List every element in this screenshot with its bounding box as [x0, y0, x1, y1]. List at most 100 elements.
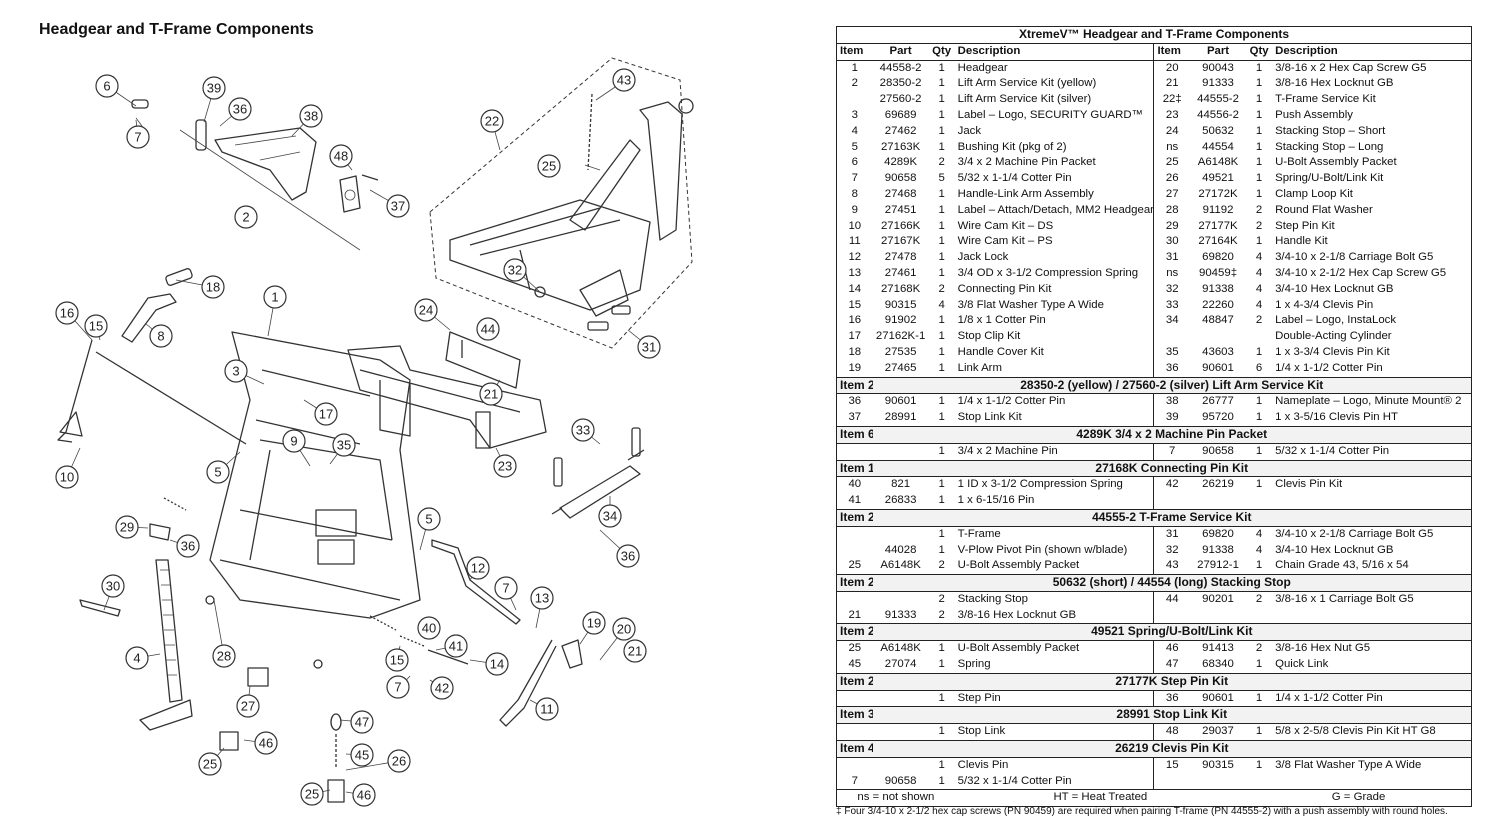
table-cell: 35 — [1153, 344, 1190, 361]
svg-text:10: 10 — [60, 470, 74, 485]
table-cell: 4 — [1255, 282, 1263, 295]
svg-text:4: 4 — [133, 651, 140, 666]
table-cell: Link Arm — [957, 361, 1002, 374]
section-label: Item 26 — [836, 623, 873, 642]
table-cell: 69820 — [1202, 527, 1234, 540]
table-cell: 27162K-1 — [875, 330, 926, 343]
table-cell: 15 — [1153, 757, 1190, 774]
table-cell: 1/4 x 1-1/2 Cotter Pin — [1275, 691, 1383, 704]
table-cell: 24 — [1153, 123, 1190, 140]
table-cell: 1 ID x 3-1/2 Compression Spring — [957, 478, 1123, 491]
svg-text:30: 30 — [106, 579, 120, 594]
table-cell: 15 — [848, 298, 862, 311]
section-title: 27177K Step Pin Kit — [872, 672, 1472, 691]
table-cell: 27177K — [1198, 219, 1238, 232]
table-cell: 1 — [938, 251, 945, 264]
table-cell — [1246, 774, 1272, 790]
callout-35: 35 — [332, 433, 356, 457]
callout-26: 26 — [387, 749, 411, 773]
svg-text:5: 5 — [425, 512, 432, 527]
svg-text:35: 35 — [337, 438, 351, 453]
table-cell: 1 — [938, 266, 945, 279]
callout-25a: 25 — [537, 154, 561, 178]
table-cell: 19 — [848, 361, 862, 374]
table-cell: U-Bolt Assembly Packet — [1275, 156, 1397, 169]
table-cell: 1 — [938, 361, 945, 374]
table-cell: 69820 — [1202, 251, 1234, 264]
table-cell — [837, 690, 873, 707]
table-cell — [873, 757, 929, 773]
table-cell: 90601 — [884, 395, 917, 408]
callout-36a: 36 — [228, 97, 252, 121]
svg-text:16: 16 — [60, 306, 74, 321]
table-cell: 4 — [851, 124, 858, 137]
table-cell: 2 — [1255, 219, 1263, 232]
callout-21b: 21 — [623, 639, 647, 663]
svg-text:5: 5 — [214, 465, 221, 480]
svg-text:7: 7 — [394, 680, 401, 695]
callout-1: 1 — [263, 285, 287, 309]
table-cell: Stop Clip Kit — [957, 330, 1021, 343]
table-cell: 31 — [1153, 526, 1190, 543]
table-cell: 2 — [851, 77, 858, 90]
table-cell — [1153, 329, 1190, 345]
table-cell: 5 — [851, 140, 858, 153]
table-cell: 1 — [938, 478, 945, 491]
table-cell: 38 — [1153, 393, 1190, 411]
legend-entry: ns = not shown — [836, 789, 955, 807]
section-title: 49521 Spring/U-Bolt/Link Kit — [872, 623, 1472, 642]
table-cell — [837, 443, 873, 460]
column-header: Item — [836, 43, 873, 61]
table-cell: 2 — [938, 282, 945, 295]
table-cell: 90043 — [1202, 61, 1234, 74]
table-cell: Stop Link — [957, 725, 1006, 738]
table-cell: 37 — [848, 411, 862, 424]
table-cell: 28991 — [884, 411, 917, 424]
table-cell: 2 — [938, 592, 945, 605]
svg-text:40: 40 — [422, 621, 436, 636]
table-cell: Lift Arm Service Kit (silver) — [957, 93, 1092, 106]
callout-6: 6 — [95, 74, 119, 98]
table-cell: 1 — [938, 543, 945, 556]
section-title: 28350-2 (yellow) / 27560-2 (silver) Lift… — [872, 376, 1472, 395]
svg-text:1: 1 — [271, 290, 278, 305]
table-cell: Clevis Pin — [957, 758, 1009, 771]
table-cell: Clevis Pin Kit — [1275, 478, 1343, 491]
table-cell: 1 — [1255, 478, 1263, 491]
table-cell: 2 — [938, 608, 945, 621]
table-cell: 90201 — [1202, 592, 1234, 605]
svg-text:12: 12 — [471, 561, 485, 576]
callout-48: 48 — [329, 144, 353, 168]
table-cell — [1272, 774, 1471, 790]
svg-text:7: 7 — [502, 581, 509, 596]
table-cell — [1246, 493, 1272, 509]
table-cell: 3/8-16 Hex Locknut GB — [1275, 77, 1394, 90]
svg-text:36: 36 — [181, 539, 195, 554]
table-cell: 21 — [848, 608, 862, 621]
table-cell: 5 — [938, 172, 945, 185]
callout-15a: 15 — [84, 314, 108, 338]
table-cell: 1 — [1255, 108, 1263, 121]
table-cell: 44 — [1153, 591, 1190, 608]
table-cell: 1 — [938, 411, 945, 424]
table-cell — [873, 591, 929, 607]
svg-text:31: 31 — [642, 340, 656, 355]
svg-text:18: 18 — [206, 280, 220, 295]
callout-13: 13 — [530, 586, 554, 610]
table-cell: 50632 — [1202, 124, 1234, 137]
table-cell: 1 — [1255, 658, 1263, 671]
table-cell: 3 — [851, 108, 858, 121]
table-cell: 1 — [938, 725, 945, 738]
svg-text:45: 45 — [355, 748, 369, 763]
table-cell: 44555-2 — [1197, 93, 1239, 106]
